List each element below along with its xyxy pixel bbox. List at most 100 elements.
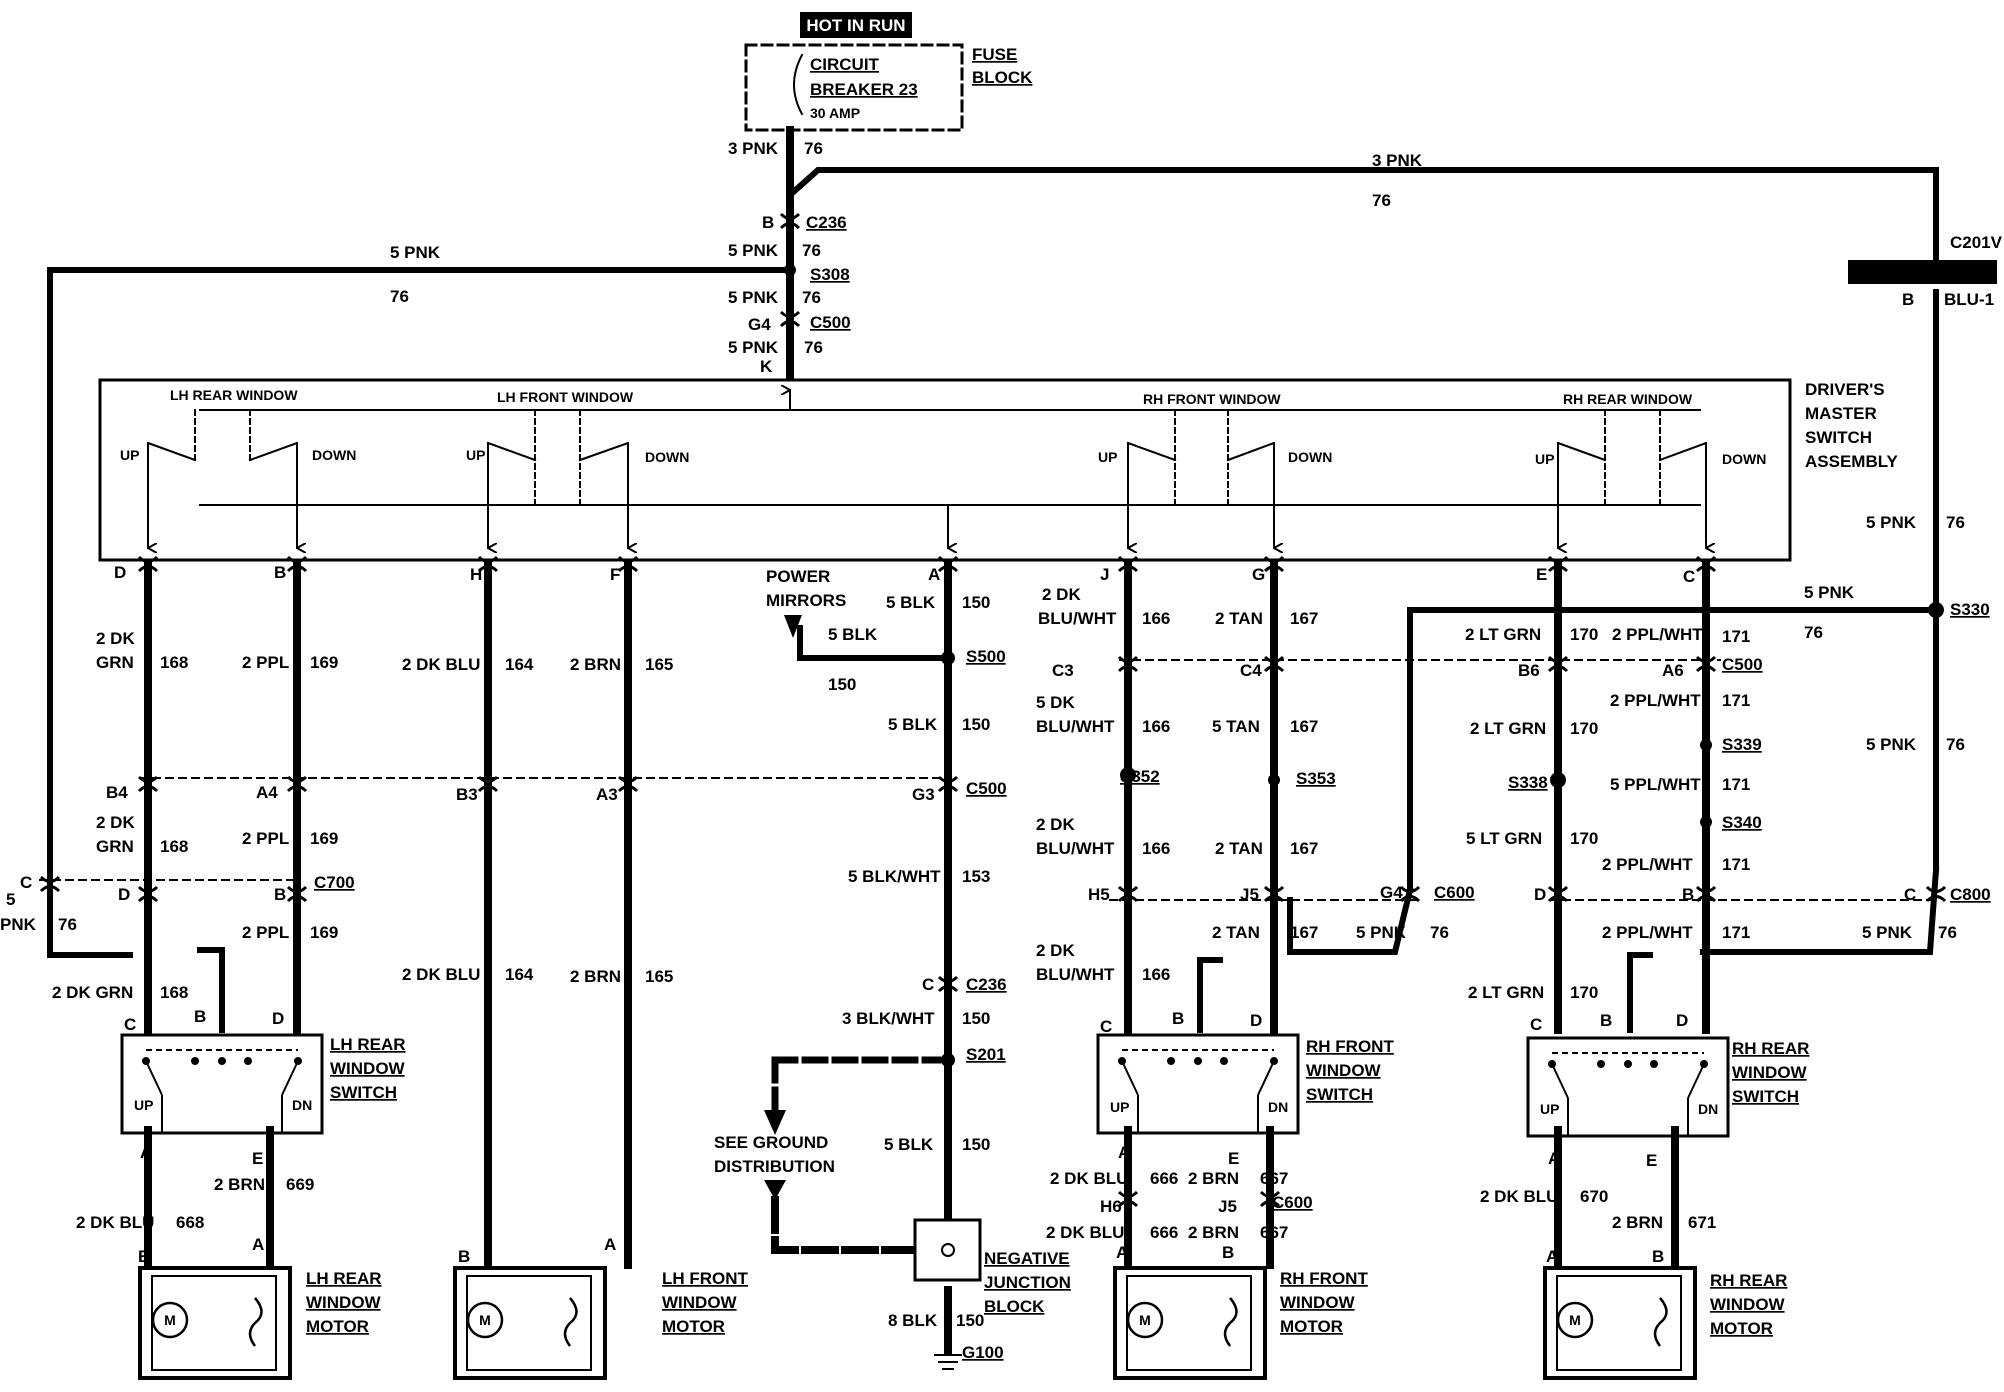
wire-label: 2 DK BLU: [1480, 1187, 1558, 1206]
wire-label: 2 DK: [1036, 941, 1075, 960]
connector-c236: C236: [966, 975, 1007, 994]
pin-label: A: [140, 1143, 152, 1162]
circuit-number: 171: [1722, 855, 1750, 874]
up-label: UP: [1098, 449, 1117, 465]
circuit-breaker-label: CIRCUIT: [810, 55, 880, 74]
lh-front-motor-label: MOTOR: [662, 1317, 725, 1336]
circuit-number: 165: [645, 967, 673, 986]
pin-label: B: [1172, 1009, 1184, 1028]
rh-front-switch-label: WINDOW: [1306, 1061, 1382, 1080]
circuit-number: 76: [1946, 513, 1965, 532]
wire-label: 5 PNK: [728, 288, 779, 307]
wire-label: 2 DK GRN: [52, 983, 133, 1002]
connector-c236: C236: [806, 213, 847, 232]
up-label: UP: [120, 447, 139, 463]
rh-rear-motor-label: RH REAR: [1710, 1271, 1787, 1290]
circuit-number: 168: [160, 653, 188, 672]
circuit-number: 170: [1570, 719, 1598, 738]
wire-label: 2 PPL/WHT: [1610, 691, 1701, 710]
circuit-number: 668: [176, 1213, 204, 1232]
circuit-number: 150: [962, 1135, 990, 1154]
wire-label: GRN: [96, 653, 134, 672]
wire-label: 2 BRN: [1188, 1223, 1239, 1242]
up-label: UP: [1110, 1099, 1129, 1115]
circuit-number: 171: [1722, 923, 1750, 942]
circuit-number: 153: [962, 867, 990, 886]
down-label: DOWN: [1288, 449, 1332, 465]
circuit-number: 667: [1260, 1223, 1288, 1242]
lh-front-window-label: LH FRONT WINDOW: [497, 389, 634, 405]
pin-label: C: [1100, 1017, 1112, 1036]
blu1-label: BLU-1: [1944, 290, 1994, 309]
circuit-number: 76: [802, 241, 821, 260]
circuit-number: 76: [1946, 735, 1965, 754]
circuit-number: 166: [1142, 839, 1170, 858]
wire-label: BLU/WHT: [1036, 839, 1115, 858]
wire-label: 2 PPL: [242, 829, 289, 848]
circuit-number: 167: [1290, 839, 1318, 858]
pin-label: G3: [912, 785, 935, 804]
circuit-breaker-number: BREAKER 23: [810, 80, 918, 99]
circuit-number: 76: [1430, 923, 1449, 942]
splice-s338: S338: [1508, 773, 1548, 792]
circuit-number: 168: [160, 983, 188, 1002]
pin-label: C: [1530, 1015, 1542, 1034]
wire-label: 2 BRN: [570, 655, 621, 674]
circuit-number: 170: [1570, 983, 1598, 1002]
circuit-number: 165: [645, 655, 673, 674]
circuit-number: 76: [58, 915, 77, 934]
wire-label: 5 TAN: [1212, 717, 1260, 736]
pin-label: B: [458, 1247, 470, 1266]
pin-label: B: [1652, 1247, 1664, 1266]
connector-c600: C600: [1434, 883, 1475, 902]
down-label: DOWN: [645, 449, 689, 465]
connector-c600: C600: [1272, 1193, 1313, 1212]
down-label: DOWN: [1722, 451, 1766, 467]
pin-label: C4: [1240, 661, 1262, 680]
pin-label: B: [274, 885, 286, 904]
wire-label: 2 TAN: [1215, 839, 1263, 858]
pin-label: G4: [1380, 883, 1403, 902]
pin-label: D: [1250, 1011, 1262, 1030]
wire-label: 2 BRN: [1188, 1169, 1239, 1188]
wire-label: 5 PPL/WHT: [1610, 775, 1701, 794]
wire-label: 5 BLK: [828, 625, 878, 644]
pin-label: D: [114, 563, 126, 582]
pin-label: C3: [1052, 661, 1074, 680]
wire-label: 2 DK BLU: [402, 965, 480, 984]
circuit-number: 670: [1580, 1187, 1608, 1206]
wire-label: 5 PNK: [390, 243, 441, 262]
ground-g100: G100: [962, 1343, 1004, 1362]
wire-label: 5 PNK: [1866, 513, 1917, 532]
pin-label: J5: [1240, 885, 1259, 904]
pin-label: A: [928, 565, 940, 584]
wire-label: 2 PPL/WHT: [1602, 855, 1693, 874]
dn-label: DN: [292, 1097, 312, 1113]
hot-in-run-label: HOT IN RUN: [806, 16, 905, 35]
pin-label: K: [760, 357, 773, 376]
pin-label: C: [1683, 567, 1695, 586]
wire-label: 2 TAN: [1212, 923, 1260, 942]
circuit-number: 667: [1260, 1169, 1288, 1188]
pin-label: A: [1548, 1149, 1560, 1168]
circuit-number: 671: [1688, 1213, 1716, 1232]
circuit-number: 76: [1804, 623, 1823, 642]
wire-label: BLU/WHT: [1036, 965, 1115, 984]
lh-rear-motor-label: LH REAR: [306, 1269, 382, 1288]
fuse-block-label-2: BLOCK: [972, 68, 1033, 87]
master-switch-label: MASTER: [1805, 404, 1877, 423]
wire-label: 2 LT GRN: [1470, 719, 1546, 738]
circuit-number: 169: [310, 653, 338, 672]
circuit-number: 166: [1142, 717, 1170, 736]
circuit-number: 169: [310, 829, 338, 848]
circuit-number: 164: [505, 965, 534, 984]
power-mirrors-label: MIRRORS: [766, 591, 846, 610]
wire-label: 2 DK BLU: [402, 655, 480, 674]
pin-label: G: [1252, 565, 1265, 584]
pin-label: A6: [1662, 661, 1684, 680]
lh-front-motor-label: WINDOW: [662, 1293, 738, 1312]
wire-label: 2 PPL/WHT: [1602, 923, 1693, 942]
pin-label: B: [762, 213, 774, 232]
wire-label: 2 DK: [1042, 585, 1081, 604]
wire-label: PNK: [0, 915, 37, 934]
